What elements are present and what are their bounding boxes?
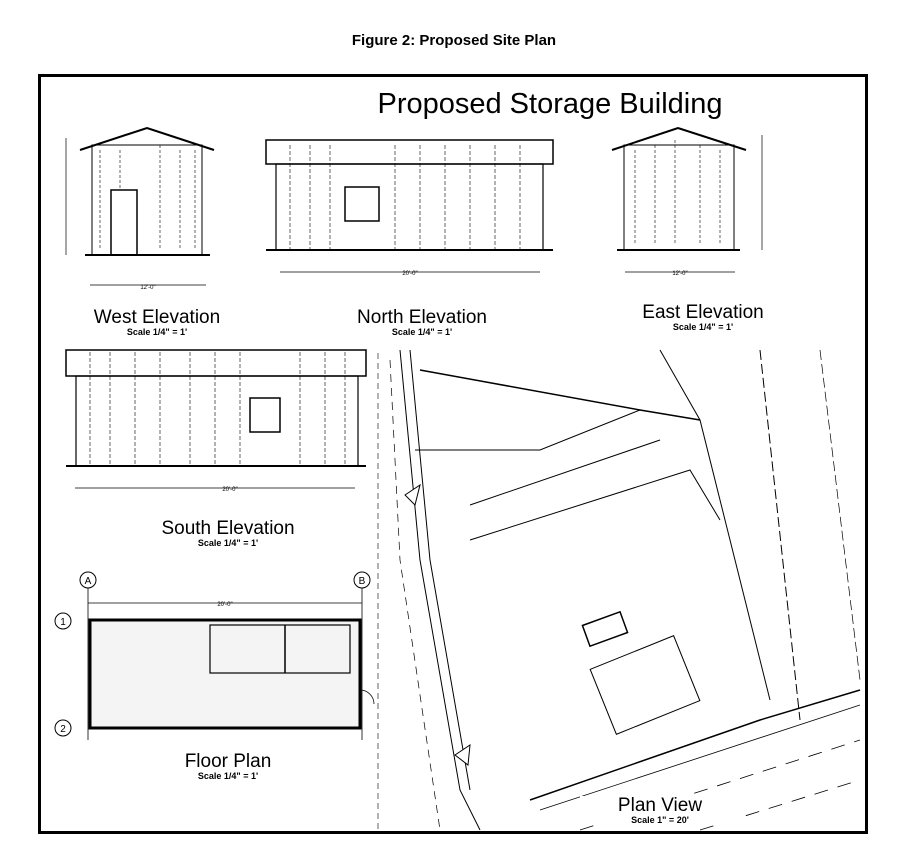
west-elevation-drawing	[65, 126, 215, 286]
grid-label-1: 1	[60, 617, 66, 628]
south-width-dimension: 20'-0"	[222, 487, 237, 493]
south-elevation-label: South Elevation Scale 1/4" = 1'	[138, 519, 318, 548]
floor-plan-drawing	[54, 571, 375, 740]
drawing-frame	[38, 74, 868, 834]
figure-caption: Figure 2: Proposed Site Plan	[351, 32, 557, 49]
plan-view-scale: Scale 1" = 20'	[631, 815, 689, 825]
west-width-dimension: 12'-0"	[140, 285, 155, 291]
west-elevation-scale: Scale 1/4" = 1'	[126, 327, 188, 337]
floor-plan-scale: Scale 1/4" = 1'	[197, 771, 259, 781]
east-elevation-title: East Elevation	[642, 302, 764, 323]
floor-width-dimension: 20'-0"	[217, 602, 232, 608]
plan-view-label: Plan View Scale 1" = 20'	[580, 796, 740, 825]
south-elevation-title: South Elevation	[161, 518, 295, 539]
north-elevation-label: North Elevation Scale 1/4" = 1'	[342, 308, 502, 337]
east-elevation-drawing	[611, 126, 763, 273]
north-elevation-drawing	[265, 139, 554, 273]
floor-plan-title: Floor Plan	[184, 751, 272, 772]
plan-view-title: Plan View	[617, 795, 703, 816]
east-width-dimension: 12'-0"	[672, 271, 687, 277]
north-elevation-title: North Elevation	[357, 307, 487, 328]
grid-label-a: A	[85, 576, 92, 587]
west-elevation-label: West Elevation Scale 1/4" = 1'	[77, 308, 237, 337]
south-elevation-drawing	[65, 349, 367, 489]
grid-label-b: B	[359, 576, 366, 587]
west-elevation-title: West Elevation	[93, 307, 221, 328]
north-width-dimension: 20'-0"	[402, 271, 417, 277]
drawing-title: Proposed Storage Building	[377, 88, 723, 120]
south-elevation-scale: Scale 1/4" = 1'	[197, 538, 259, 548]
north-elevation-scale: Scale 1/4" = 1'	[391, 327, 453, 337]
east-elevation-scale: Scale 1/4" = 1'	[672, 322, 734, 332]
grid-label-2: 2	[60, 724, 66, 735]
floor-plan-label: Floor Plan Scale 1/4" = 1'	[148, 752, 308, 781]
east-elevation-label: East Elevation Scale 1/4" = 1'	[623, 303, 783, 332]
plan-view-map	[377, 349, 861, 831]
